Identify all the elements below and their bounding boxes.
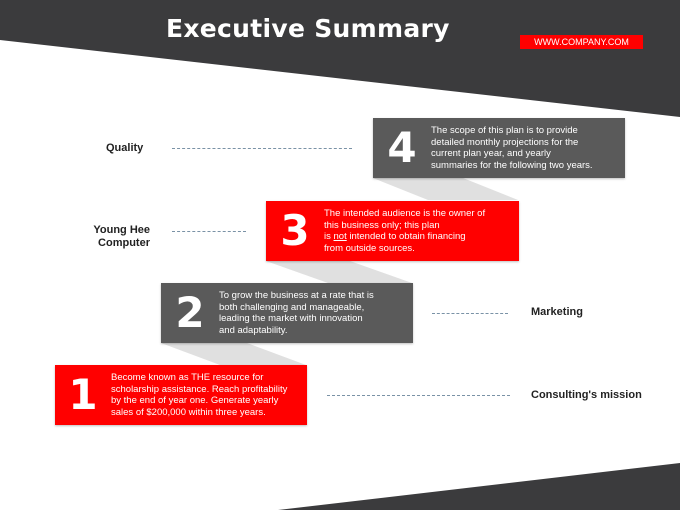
connector-quality [172, 148, 352, 149]
step-shadow-3 [266, 261, 412, 283]
step-3-box: 3 The intended audience is the owner of … [266, 201, 519, 261]
connector-consulting [327, 395, 510, 396]
connector-young-hee [172, 231, 246, 232]
step-shadow-2 [161, 343, 306, 365]
step-shadow-4 [373, 178, 518, 200]
step-2-number: 2 [175, 288, 205, 337]
label-quality: Quality [106, 142, 144, 154]
step-1-text: Become known as THE resource for scholar… [111, 372, 288, 418]
step-2-text: To grow the business at a rate that is b… [219, 290, 374, 336]
page-title: Executive Summary [166, 14, 450, 43]
step-3-number: 3 [280, 206, 310, 255]
label-consulting-mission: Consulting's mission [531, 389, 642, 401]
step-4-text: The scope of this plan is to provide det… [431, 125, 593, 171]
label-young-hee-computer: Young Hee Computer [93, 224, 150, 249]
step-4-number: 4 [387, 123, 417, 172]
step-1-box: 1 Become known as THE resource for schol… [55, 365, 307, 425]
step-2-box: 2 To grow the business at a rate that is… [161, 283, 413, 343]
header-band [0, 0, 680, 117]
step-3-text: The intended audience is the owner of th… [324, 208, 486, 254]
website-badge[interactable]: WWW.COMPANY.COM [520, 35, 643, 49]
step-4-box: 4 The scope of this plan is to provide d… [373, 118, 625, 178]
connector-marketing [432, 313, 508, 314]
step-1-number: 1 [68, 370, 98, 419]
footer-band [278, 463, 680, 510]
label-marketing: Marketing [531, 306, 583, 318]
